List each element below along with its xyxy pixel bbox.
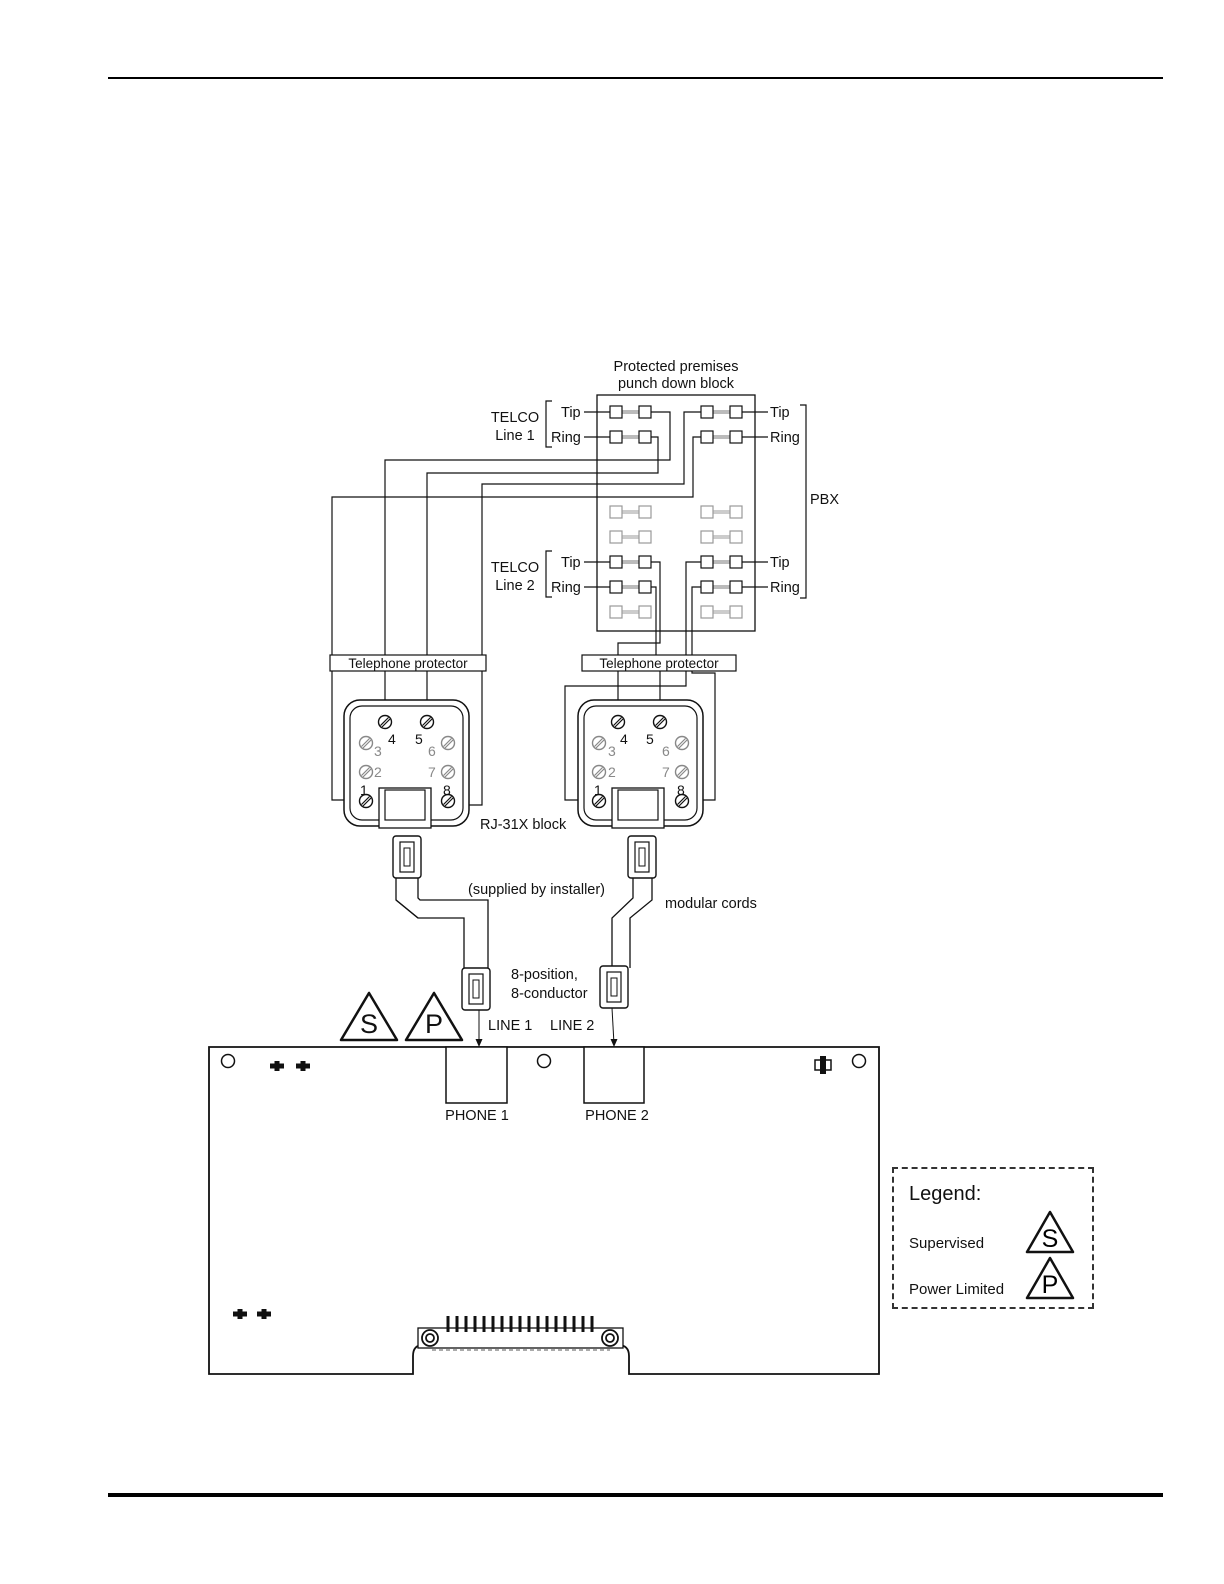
modular-cord-right — [599, 835, 657, 1047]
pbx-ring-lower: Ring — [770, 580, 800, 596]
protector-right-pin-4: 4 — [620, 731, 628, 747]
telco-line2-line: Line 2 — [495, 578, 535, 594]
eight-position-label: 8-position, — [511, 967, 578, 983]
telco-line2-telco: TELCO — [491, 560, 539, 576]
protector-left-pin-6: 6 — [428, 743, 436, 759]
punch-down-block: Protected premises punch down block — [596, 359, 756, 632]
telco-line1-telco: TELCO — [491, 410, 539, 426]
protector-left-pin-2: 2 — [374, 764, 382, 780]
telco-line2-tip: Tip — [561, 555, 581, 571]
telco-line1: TELCO Line 1 Tip Ring — [491, 400, 610, 448]
telco-line1-line: Line 1 — [495, 428, 535, 444]
protector-right-pin-3: 3 — [608, 743, 616, 759]
pbx-tip-lower: Tip — [770, 555, 790, 571]
legend-supervised-symbol: S — [1025, 1210, 1075, 1254]
protector-left-pin-8: 8 — [443, 782, 451, 798]
board-component — [814, 1056, 832, 1074]
telco-line2: TELCO Line 2 Tip Ring — [491, 550, 610, 598]
legend-box: Legend: Supervised Power Limited S P — [892, 1167, 1094, 1309]
pbx: Tip Ring Tip Ring PBX — [742, 404, 839, 599]
legend-title: Legend: — [909, 1183, 982, 1205]
protector-right-label: Telephone protector — [599, 656, 719, 671]
telco-line1-tip: Tip — [561, 405, 581, 421]
svg-text:S: S — [1042, 1225, 1059, 1253]
phone1-jack — [445, 1046, 508, 1104]
protector-right-pin-1: 1 — [594, 782, 602, 798]
protector-left-pin-1: 1 — [360, 782, 368, 798]
telco-line2-ring: Ring — [551, 580, 581, 596]
phone2-jack — [583, 1046, 645, 1104]
line2-label: LINE 2 — [550, 1018, 594, 1034]
phone2-label: PHONE 2 — [585, 1108, 649, 1124]
wiring — [331, 411, 716, 806]
block-title-line1: Protected premises — [614, 359, 739, 375]
pbx-ring-upper: Ring — [770, 430, 800, 446]
bottom-connector — [417, 1316, 624, 1351]
circuit-board: PHONE 1 PHONE 2 — [208, 1046, 880, 1375]
eight-conductor-label: 8-conductor — [511, 986, 588, 1002]
line1-label: LINE 1 — [488, 1018, 532, 1034]
protector-left-pin-3: 3 — [374, 743, 382, 759]
supplied-label: (supplied by installer) — [468, 882, 605, 898]
svg-text:P: P — [1042, 1271, 1059, 1299]
rj31x-label: RJ-31X block — [480, 817, 567, 833]
protector-left-pin-4: 4 — [388, 731, 396, 747]
legend-power-limited-symbol: P — [1025, 1256, 1075, 1300]
legend-supervised-label: Supervised — [909, 1235, 985, 1252]
svg-text:P: P — [425, 1009, 443, 1039]
protector-right-pin-7: 7 — [662, 764, 670, 780]
protector-right-pin-5: 5 — [646, 731, 654, 747]
modular-cord-left — [392, 835, 491, 1047]
pbx-tip-upper: Tip — [770, 405, 790, 421]
protector-right-pin-6: 6 — [662, 743, 670, 759]
protector-left-label: Telephone protector — [348, 656, 468, 671]
pbx-label: PBX — [810, 492, 839, 508]
protector-right-pin-8: 8 — [677, 782, 685, 798]
power-limited-symbol: P — [404, 991, 464, 1042]
protector-right-pin-2: 2 — [608, 764, 616, 780]
protector-left-pin-5: 5 — [415, 731, 423, 747]
rj31x-block-right: Telephone protector 4 5 3 6 2 7 1 8 — [577, 654, 737, 829]
rj31x-block-left: Telephone protector 4 5 3 6 2 7 1 8 — [329, 654, 487, 829]
header-rule — [108, 77, 1163, 79]
footer-rule — [108, 1493, 1163, 1497]
svg-text:S: S — [360, 1009, 378, 1039]
modular-cords-label: modular cords — [665, 896, 757, 912]
supervised-symbol: S — [339, 991, 399, 1042]
legend-power-limited-label: Power Limited — [909, 1281, 1005, 1298]
block-title-line2: punch down block — [618, 376, 735, 392]
protector-left-pin-7: 7 — [428, 764, 436, 780]
telco-line1-ring: Ring — [551, 430, 581, 446]
phone1-label: PHONE 1 — [445, 1108, 509, 1124]
